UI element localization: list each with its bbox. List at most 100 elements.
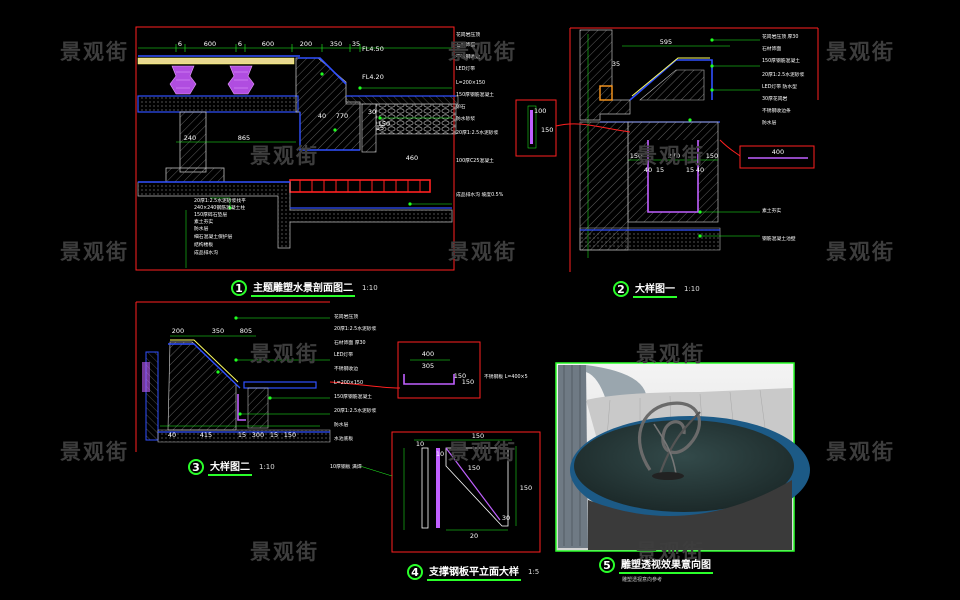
annotation-text: 钢筋混凝土池壁 — [762, 235, 796, 242]
annotation-text: 防水层 — [194, 225, 209, 232]
drawing-title: 支撑钢板平立面大样 — [427, 563, 521, 581]
drawing-title: 雕塑透视效果意向图 — [619, 556, 713, 574]
annotation-text: 150厚钢筋混凝土 — [762, 57, 800, 64]
dimension-label: 150 — [454, 372, 466, 380]
drawing-caption-3: 3 大样图二 1:10 — [188, 458, 275, 476]
drawing-title: 大样图一 — [633, 280, 677, 298]
annotation-text: 不锈钢收边 — [456, 53, 480, 60]
annotation-text: 20厚1:2.5水泥砂浆 — [762, 71, 805, 78]
annotation-text: L=200×150 — [456, 80, 485, 86]
annotation-text: 240×240钢筋混凝土柱 — [194, 204, 245, 211]
annotation-text: 石材饰面 厚30 — [334, 339, 366, 346]
level-label: FL4.50 — [362, 45, 384, 53]
annotation-text: 不锈钢收边条 — [762, 107, 791, 114]
dimension-label: 600 — [204, 40, 216, 48]
dimension-label: 40 — [168, 431, 176, 439]
dimension-label: 30 — [368, 108, 376, 116]
annotation-text: 卵石 — [456, 103, 466, 110]
annotation-text: 成品排水沟 — [194, 249, 218, 256]
annotation-text: LED灯带 — [334, 351, 353, 358]
drawing-scale: 1:10 — [259, 463, 275, 471]
dimension-label: 600 — [262, 40, 274, 48]
dimension-label: 35 — [352, 40, 360, 48]
dimension-label: 10 — [416, 440, 424, 448]
annotation-text: 20厚1:2.5水泥砂浆 — [334, 325, 377, 332]
annotation-text: 不锈钢板 L=400×5 — [484, 373, 528, 380]
dimension-label: 15 — [270, 431, 278, 439]
annotation-text: 花岗岩压顶 — [334, 313, 358, 320]
level-label: FL4.20 — [362, 73, 384, 81]
annotation-text: 细石混凝土保护层 — [194, 233, 233, 240]
dimension-label: 350 — [330, 40, 342, 48]
dimension-label: 40 — [644, 166, 652, 174]
dimension-label: 150 — [472, 432, 484, 440]
dimension-label: 20 — [470, 532, 478, 540]
section-drawing-1 — [135, 26, 459, 271]
annotation-text: 150厚碎石垫层 — [194, 211, 227, 218]
dimension-label: 400 — [422, 350, 434, 358]
dimension-label: 40 — [696, 166, 704, 174]
dimension-label: 150 — [520, 484, 532, 492]
drawing-number: 1 — [231, 280, 247, 296]
dimension-label: 350 — [212, 327, 224, 335]
dimension-label: 150 — [284, 431, 296, 439]
annotation-text: 水池底板 — [334, 435, 353, 442]
annotation-text: 100厚C25混凝土 — [456, 157, 494, 164]
drawing-title: 大样图二 — [208, 458, 252, 476]
dimension-label: 805 — [240, 327, 252, 335]
annotation-text: 花岗岩压顶 — [456, 31, 480, 38]
annotation-text: 素土夯实 — [762, 207, 781, 214]
dimension-label: 100 — [534, 107, 546, 115]
section-drawing-3 — [135, 301, 481, 452]
plate-detail-4 — [359, 431, 541, 553]
dimension-label: 35 — [612, 60, 620, 68]
annotation-text: 30厚花岗岩 — [762, 95, 787, 102]
drawing-caption-4: 4 支撑钢板平立面大样 1:5 — [407, 563, 539, 581]
dimension-label: 770 — [336, 112, 348, 120]
dimension-label: 150 — [541, 126, 553, 134]
annotation-text: LED灯带 — [456, 65, 475, 72]
annotation-text: LED灯带 防水型 — [762, 83, 797, 90]
annotation-text: 不锈钢收边 — [334, 365, 358, 372]
drawing-caption-1: 1 主题雕塑水景剖面图二 1:10 — [231, 279, 378, 297]
drawing-caption-2: 2 大样图一 1:10 — [613, 280, 700, 298]
drawing-scale: 1:10 — [362, 284, 378, 292]
dimension-label: 40 — [318, 112, 326, 120]
drawing-scale: 1:10 — [684, 285, 700, 293]
dimension-label: 6 — [178, 40, 182, 48]
drawing-scale: 1:5 — [528, 568, 540, 576]
dimension-label: 6 — [238, 40, 242, 48]
dimension-label: 865 — [238, 134, 250, 142]
annotation-text: 花岗岩压顶 厚30 — [762, 33, 798, 40]
dimension-label: 460 — [406, 154, 418, 162]
drawing-number: 3 — [188, 459, 204, 475]
dimension-label: 240 — [184, 134, 196, 142]
drawing-number: 5 — [599, 557, 615, 573]
dimension-label: 15 — [376, 124, 384, 132]
annotation-text: 防水层 — [762, 119, 777, 126]
annotation-text: 防水层 — [334, 421, 349, 428]
section-drawing-2 — [515, 27, 819, 272]
dimension-label: 150 — [706, 152, 718, 160]
dimension-label: 200 — [300, 40, 312, 48]
drawing-number: 2 — [613, 281, 629, 297]
dimension-label: 300 — [252, 431, 264, 439]
drawing-caption-5: 5 雕塑透视效果意向图 — [599, 556, 713, 574]
dimension-label: 270 — [668, 152, 680, 160]
drawing-title: 主题雕塑水景剖面图二 — [251, 279, 355, 297]
annotation-text: 防水砂浆 — [456, 115, 475, 122]
annotation-text: 20厚1:2.5水泥砂浆 — [334, 407, 377, 414]
drawing-subtitle: 雕塑透视意向参考 — [622, 577, 663, 583]
dimension-label: 150 — [630, 152, 642, 160]
dimension-label: 150 — [378, 120, 390, 128]
annotation-text: 20厚1:2.5水泥砂浆 — [456, 129, 499, 136]
dimension-label: 15 — [656, 166, 664, 174]
sculpture-render-5 — [555, 362, 810, 552]
dimension-label: 595 — [660, 38, 672, 46]
annotation-text: 结构楼板 — [194, 241, 213, 248]
dimension-label: 15 — [686, 166, 694, 174]
dimension-label: 150 — [462, 378, 474, 386]
annotation-text: 成品排水沟 坡度0.5% — [456, 191, 504, 198]
drawing-number: 4 — [407, 564, 423, 580]
